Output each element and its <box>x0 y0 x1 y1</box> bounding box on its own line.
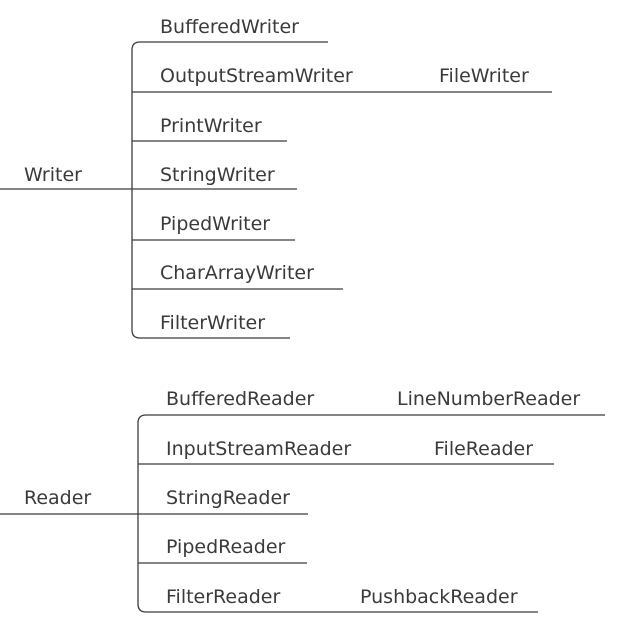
reader-grandchild-label: PushbackReader <box>360 586 518 608</box>
reader-root-label: Reader <box>24 487 91 509</box>
reader-tree: Reader BufferedReader LineNumberReader I… <box>0 388 605 613</box>
writer-spine-top-corner <box>131 41 141 51</box>
writer-child-label: StringWriter <box>160 164 275 186</box>
writer-spine-bottom-corner <box>131 329 141 339</box>
writer-child-label: PrintWriter <box>160 115 262 137</box>
writer-child-label: CharArrayWriter <box>160 262 314 284</box>
reader-child-label: BufferedReader <box>166 388 314 410</box>
reader-spine-bottom-corner <box>137 603 147 613</box>
writer-child-label: BufferedWriter <box>160 16 299 38</box>
writer-child-label: FilterWriter <box>160 312 265 334</box>
reader-grandchild-label: LineNumberReader <box>397 388 580 410</box>
reader-grandchild-label: FileReader <box>434 438 533 460</box>
reader-child-label: FilterReader <box>166 586 280 608</box>
reader-child-label: StringReader <box>166 487 290 509</box>
writer-child-label: PipedWriter <box>160 213 270 235</box>
writer-tree: Writer BufferedWriter OutputStreamWriter… <box>0 16 552 339</box>
reader-child-label: InputStreamReader <box>166 438 351 460</box>
reader-child-label: PipedReader <box>166 536 286 558</box>
reader-spine-top-corner <box>137 414 147 424</box>
writer-grandchild-label: FileWriter <box>439 65 529 87</box>
writer-child-label: OutputStreamWriter <box>160 65 353 87</box>
writer-root-label: Writer <box>24 164 82 186</box>
